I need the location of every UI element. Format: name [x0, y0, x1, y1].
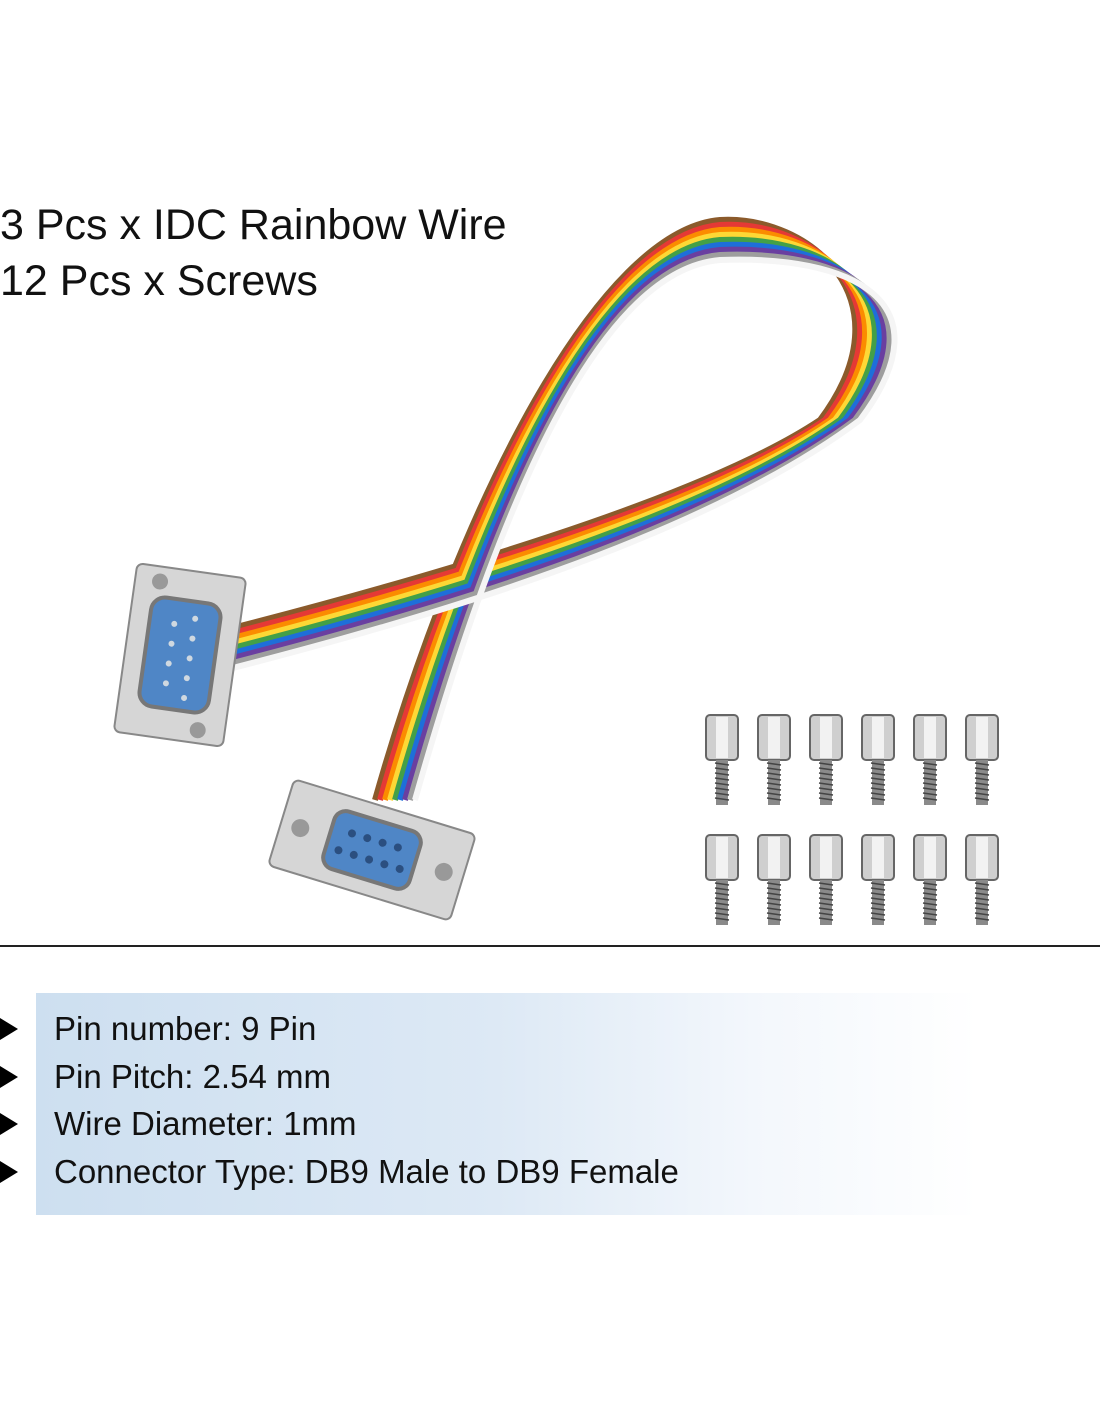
db9-male-connector [113, 562, 247, 748]
product-title-screws: 12 Pcs x Screws [0, 257, 318, 305]
screw-icon [965, 714, 999, 805]
ribbon-wire [224, 256, 898, 801]
product-title-wire: 3 Pcs x IDC Rainbow Wire [0, 201, 507, 249]
db9-female-connector [268, 779, 476, 921]
screw-icon [913, 834, 947, 925]
screw-icon [705, 834, 739, 925]
screw-icon [913, 714, 947, 805]
screw-icon [965, 834, 999, 925]
screw-icon [757, 714, 791, 805]
screw-icon [861, 714, 895, 805]
bullet-arrow-icon [0, 1018, 18, 1040]
spec-panel [36, 993, 1060, 1215]
bullet-arrow-icon [0, 1161, 18, 1183]
screw-icon [861, 834, 895, 925]
bullet-arrow-icon [0, 1066, 18, 1088]
divider [0, 945, 1100, 947]
rainbow-ribbon-cable [224, 216, 898, 801]
screws-group [705, 714, 999, 925]
screw-icon [809, 834, 843, 925]
bullet-arrow-icon [0, 1113, 18, 1135]
screw-icon [757, 834, 791, 925]
product-photo [113, 216, 999, 925]
spec-item-pin-number: Pin number: 9 Pin [0, 1009, 316, 1049]
spec-item-wire-diameter: Wire Diameter: 1mm [0, 1104, 357, 1144]
spec-item-pin-pitch: Pin Pitch: 2.54 mm [0, 1057, 331, 1097]
spec-item-connector-type: Connector Type: DB9 Male to DB9 Female [0, 1152, 679, 1192]
ribbon-wire [224, 221, 863, 801]
ribbon-wire [224, 216, 859, 801]
screw-icon [809, 714, 843, 805]
screw-icon [705, 714, 739, 805]
